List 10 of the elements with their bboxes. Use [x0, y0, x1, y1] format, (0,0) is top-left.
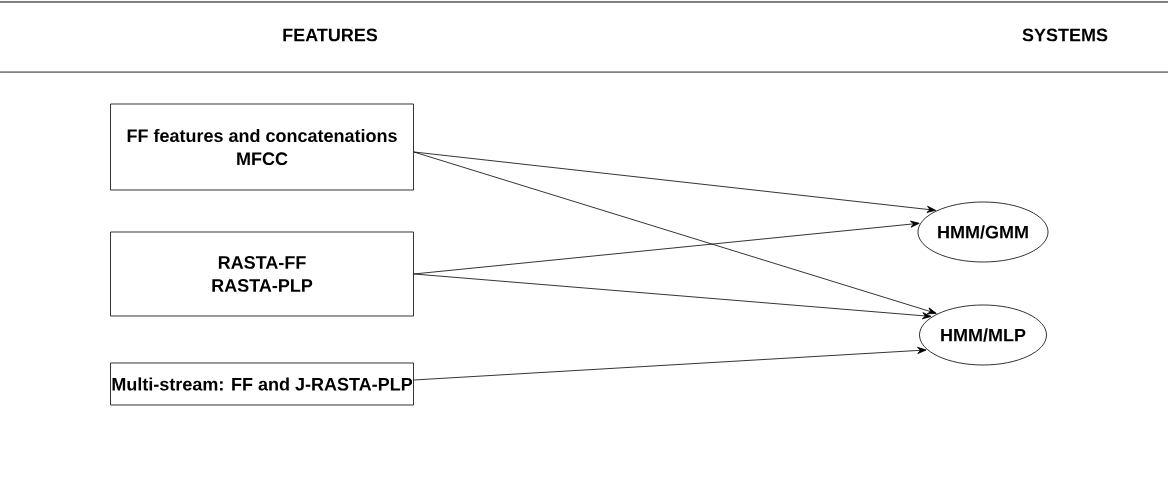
arrow [413, 273, 932, 320]
feature-box: RASTA-FF RASTA-PLP [110, 231, 414, 317]
column-heading: SYSTEMS [1022, 28, 1108, 42]
arrow [413, 151, 937, 315]
arrow [413, 346, 927, 381]
column-heading: FEATURES [283, 28, 378, 42]
feature-box: Multi-stream: FF and J-RASTA-PLP [110, 362, 414, 406]
feature-box: FF features and concatenations MFCC [110, 103, 414, 191]
arrow [413, 151, 937, 213]
arrow [413, 220, 920, 275]
